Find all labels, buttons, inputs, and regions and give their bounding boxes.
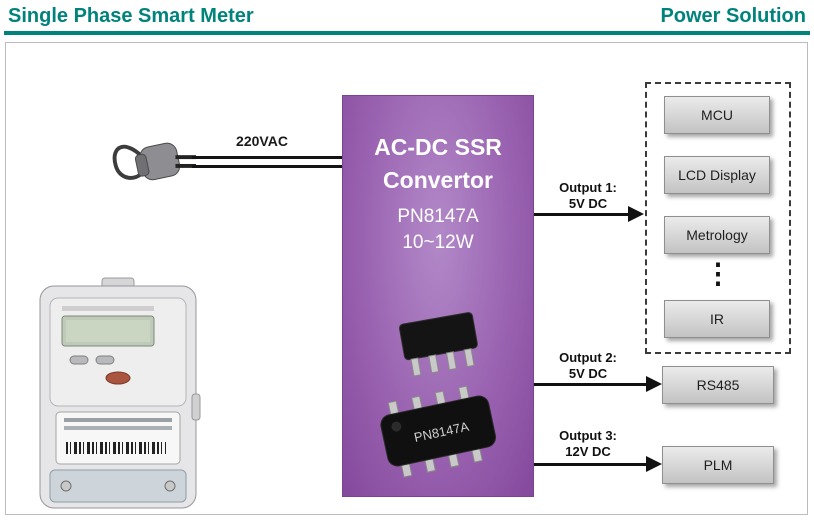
mains-wire-top — [192, 156, 342, 159]
output-2-value: 5V DC — [568, 366, 608, 381]
module-label-lcd-display: LCD Display — [678, 167, 756, 183]
peripheral-label-plm: PLM — [703, 457, 733, 473]
peripheral-box-rs485: RS485 — [662, 366, 774, 404]
page-title: Single Phase Smart Meter — [8, 5, 254, 27]
mcu-module-group — [645, 82, 791, 354]
output-3-label: Output 3: 12V DC — [538, 428, 638, 460]
module-box-metrology: Metrology — [664, 216, 770, 254]
converter-title-line2: Convertor — [383, 167, 493, 193]
output-1-name: Output 1: — [559, 180, 617, 195]
module-label-mcu: MCU — [701, 107, 733, 123]
output-2-arrow-head — [646, 376, 662, 392]
output-3-value: 12V DC — [565, 444, 611, 459]
output-1-value: 5V DC — [568, 196, 608, 211]
diagram-frame — [5, 42, 808, 515]
converter-power-range: 10~12W — [402, 232, 474, 253]
ic-chip-illustration: PN8147A — [380, 312, 497, 478]
output-3-arrow-head — [646, 456, 662, 472]
output-3-name: Output 3: — [559, 428, 617, 443]
converter-title-line1: AC-DC SSR — [374, 134, 502, 160]
module-label-metrology: Metrology — [686, 227, 748, 243]
peripheral-box-plm: PLM — [662, 446, 774, 484]
module-box-mcu: MCU — [664, 96, 770, 134]
peripheral-label-rs485: RS485 — [696, 377, 740, 393]
output-2-name: Output 2: — [559, 350, 617, 365]
vertical-ellipsis-icon: ⋮ — [704, 258, 732, 289]
module-box-ir: IR — [664, 300, 770, 338]
smart-meter-illustration — [39, 277, 201, 509]
converter-part-number: PN8147A — [397, 206, 479, 227]
output-1-arrow-line — [534, 213, 628, 216]
header-divider — [4, 31, 810, 35]
power-plug-icon — [112, 142, 196, 181]
output-2-label: Output 2: 5V DC — [538, 350, 638, 382]
output-1-label: Output 1: 5V DC — [538, 180, 638, 212]
header-right-title: Power Solution — [660, 5, 806, 27]
output-2-arrow-line — [534, 383, 646, 386]
mains-voltage-label: 220VAC — [236, 133, 288, 149]
output-1-arrow-head — [628, 206, 644, 222]
output-3-arrow-line — [534, 463, 646, 466]
module-box-lcd-display: LCD Display — [664, 156, 770, 194]
module-label-ir: IR — [710, 311, 724, 327]
mains-wire-bottom — [192, 165, 342, 168]
